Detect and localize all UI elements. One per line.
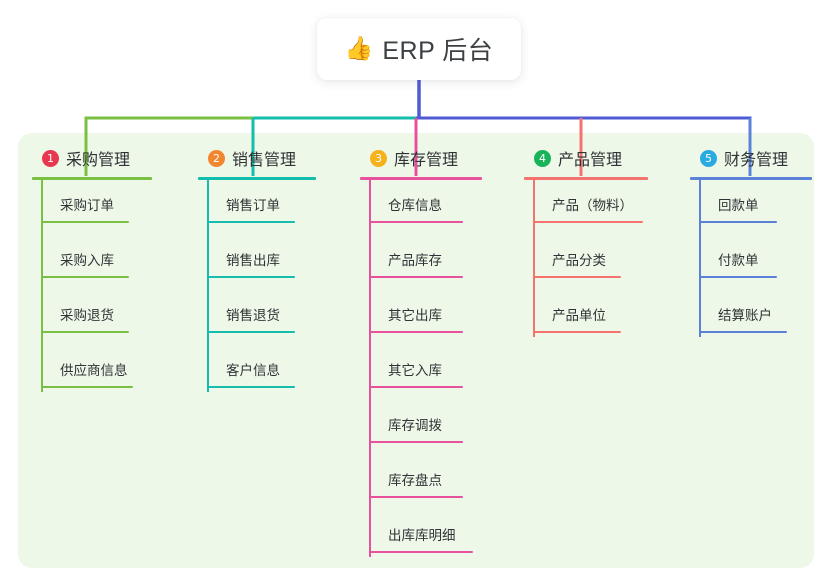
- branch-item-label: 供应商信息: [60, 363, 128, 378]
- branch-item[interactable]: 销售订单: [198, 180, 316, 235]
- branch-item-rule: [369, 276, 463, 278]
- branch-item[interactable]: 供应商信息: [32, 345, 152, 400]
- branch-header-rule: [32, 177, 152, 180]
- branch-item-label: 仓库信息: [388, 198, 442, 213]
- branch-item[interactable]: 采购入库: [32, 235, 152, 290]
- branch-title: 采购管理: [66, 152, 131, 169]
- branch-item-label: 销售订单: [226, 198, 280, 213]
- branch-item-rule: [699, 221, 777, 223]
- branch-header-4[interactable]: 4 产品管理: [524, 145, 648, 171]
- branch-header-2[interactable]: 2 销售管理: [198, 145, 316, 171]
- branch-item[interactable]: 其它入库: [360, 345, 482, 400]
- branch-item-list: 采购订单采购入库采购退货供应商信息: [32, 180, 152, 400]
- branch-column-5: 5 财务管理回款单付款单结算账户: [690, 145, 812, 345]
- branch-item[interactable]: 销售退货: [198, 290, 316, 345]
- branch-item-label: 其它出库: [388, 308, 442, 323]
- branch-item-list: 产品（物料） 产品分类产品单位: [524, 180, 648, 345]
- branch-header-rule: [198, 177, 316, 180]
- branch-number-badge: 2: [208, 149, 225, 167]
- branch-item-list: 销售订单销售出库销售退货客户信息: [198, 180, 316, 400]
- branch-number-badge: 5: [700, 149, 717, 167]
- branch-item-label: 产品分类: [552, 253, 606, 268]
- branch-number-badge: 4: [534, 149, 551, 167]
- branch-item[interactable]: 仓库信息: [360, 180, 482, 235]
- branch-item-label: 销售出库: [226, 253, 280, 268]
- branch-item-rule: [207, 221, 295, 223]
- branch-number-badge: 3: [370, 149, 387, 167]
- branch-item[interactable]: 付款单: [690, 235, 812, 290]
- branch-item[interactable]: 产品（物料）: [524, 180, 648, 235]
- branch-item-rule: [369, 221, 463, 223]
- branch-item-label: 产品库存: [388, 253, 442, 268]
- branch-title: 库存管理: [394, 152, 459, 169]
- branch-item[interactable]: 结算账户: [690, 290, 812, 345]
- branch-item[interactable]: 采购退货: [32, 290, 152, 345]
- branch-item-rule: [533, 276, 621, 278]
- branch-item-rule: [369, 496, 463, 498]
- branch-item-rule: [207, 386, 295, 388]
- branch-item-rule: [533, 221, 643, 223]
- branch-item-rule: [207, 276, 295, 278]
- branch-header-3[interactable]: 3 库存管理: [360, 145, 482, 171]
- branch-item-rule: [699, 276, 777, 278]
- branch-item[interactable]: 库存盘点: [360, 455, 482, 510]
- branch-item[interactable]: 出库库明细: [360, 510, 482, 565]
- branch-item-rule: [41, 331, 129, 333]
- thumbs-up-icon: 👍: [344, 35, 374, 62]
- branch-item[interactable]: 库存调拨: [360, 400, 482, 455]
- branch-item-rule: [533, 331, 621, 333]
- branch-item-label: 采购退货: [60, 308, 114, 323]
- branch-number-badge: 1: [42, 149, 59, 167]
- branch-item-rule: [369, 551, 473, 553]
- branch-item-rule: [369, 386, 463, 388]
- branch-header-rule: [524, 177, 648, 180]
- branch-item[interactable]: 回款单: [690, 180, 812, 235]
- root-node-label: ERP 后台: [382, 37, 494, 65]
- branch-title: 产品管理: [558, 152, 623, 169]
- branch-item-rule: [41, 386, 133, 388]
- branch-item[interactable]: 销售出库: [198, 235, 316, 290]
- branch-header-rule: [360, 177, 482, 180]
- branch-header-rule: [690, 177, 812, 180]
- branch-item-label: 回款单: [718, 198, 759, 213]
- branch-item-label: 采购入库: [60, 253, 114, 268]
- branch-item-label: 采购订单: [60, 198, 114, 213]
- branch-item-label: 结算账户: [718, 308, 772, 323]
- branch-item-label: 产品（物料）: [552, 198, 633, 213]
- branch-item[interactable]: 产品库存: [360, 235, 482, 290]
- branch-column-2: 2 销售管理销售订单销售出库销售退货客户信息: [198, 145, 316, 400]
- branch-item-label: 其它入库: [388, 363, 442, 378]
- branch-item-rule: [207, 331, 295, 333]
- branch-item[interactable]: 产品分类: [524, 235, 648, 290]
- branch-item-rule: [369, 331, 463, 333]
- branch-item-list: 仓库信息产品库存其它出库其它入库库存调拨库存盘点出库库明细: [360, 180, 482, 565]
- branch-item-label: 出库库明细: [388, 528, 456, 543]
- branch-item[interactable]: 采购订单: [32, 180, 152, 235]
- branch-item-rule: [41, 276, 129, 278]
- branch-item-label: 销售退货: [226, 308, 280, 323]
- branch-column-1: 1 采购管理采购订单采购入库采购退货供应商信息: [32, 145, 152, 400]
- branch-item-rule: [41, 221, 129, 223]
- root-node[interactable]: 👍 ERP 后台: [317, 18, 521, 80]
- branch-column-3: 3 库存管理仓库信息产品库存其它出库其它入库库存调拨库存盘点出库库明细: [360, 145, 482, 565]
- branch-item[interactable]: 产品单位: [524, 290, 648, 345]
- branch-item-rule: [699, 331, 787, 333]
- branch-column-4: 4 产品管理产品（物料） 产品分类产品单位: [524, 145, 648, 345]
- branch-item-label: 客户信息: [226, 363, 280, 378]
- branch-item-label: 付款单: [718, 253, 759, 268]
- branch-title: 财务管理: [724, 152, 789, 169]
- branch-item-rule: [369, 441, 463, 443]
- branch-item[interactable]: 其它出库: [360, 290, 482, 345]
- branch-item-label: 产品单位: [552, 308, 606, 323]
- branch-item-label: 库存盘点: [388, 473, 442, 488]
- branch-title: 销售管理: [232, 152, 297, 169]
- branch-item[interactable]: 客户信息: [198, 345, 316, 400]
- diagram-panel: [18, 133, 814, 568]
- branch-header-5[interactable]: 5 财务管理: [690, 145, 812, 171]
- branch-item-list: 回款单付款单结算账户: [690, 180, 812, 345]
- branch-item-label: 库存调拨: [388, 418, 442, 433]
- branch-header-1[interactable]: 1 采购管理: [32, 145, 152, 171]
